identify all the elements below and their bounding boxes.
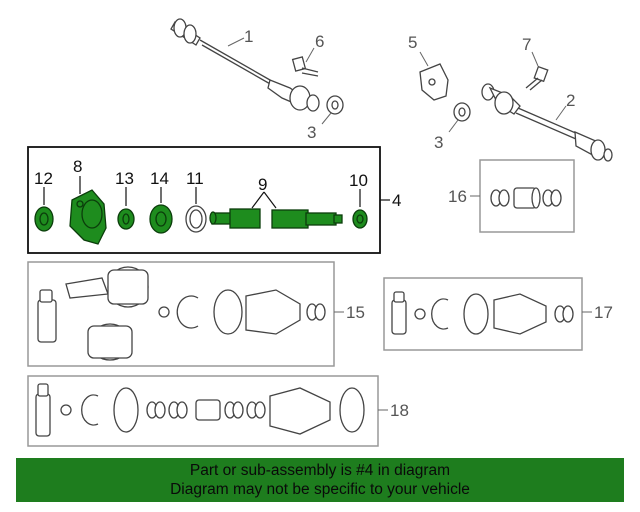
callout-2: 2	[566, 91, 575, 110]
callout-17: 17	[594, 303, 613, 322]
kit-17-parts	[391, 291, 574, 335]
callout-18: 18	[390, 401, 409, 420]
bolt-6[interactable]	[291, 56, 319, 77]
callout-14: 14	[150, 169, 169, 188]
callout-16: 16	[448, 187, 467, 206]
bolt-7[interactable]	[525, 65, 549, 91]
callout-5: 5	[408, 33, 417, 52]
shaft-9-left[interactable]	[209, 208, 261, 229]
seal-10[interactable]	[352, 209, 368, 229]
callout-10: 10	[349, 171, 368, 190]
callout-9: 9	[258, 175, 267, 194]
kit-15-parts	[37, 266, 326, 361]
shaft-9-right[interactable]	[271, 209, 343, 229]
callout-1: 1	[244, 27, 253, 46]
axle-shaft-left[interactable]	[170, 18, 320, 112]
callout-11: 11	[186, 169, 204, 188]
kit-box-18[interactable]	[27, 375, 379, 447]
ring-11[interactable]	[185, 205, 207, 233]
notice-line-1: Part or sub-assembly is #4 in diagram	[189, 462, 451, 479]
bearing-14[interactable]	[149, 204, 173, 234]
callout-12: 12	[34, 169, 53, 188]
callout-6: 6	[315, 32, 324, 51]
seal-13[interactable]	[117, 208, 135, 230]
callout-13: 13	[115, 169, 134, 188]
parts-diagram: 1 6 3 5 7 2 3	[27, 18, 613, 447]
kit-box-17[interactable]	[383, 277, 583, 351]
bracket-5[interactable]	[419, 63, 449, 101]
callout-3-left: 3	[307, 123, 316, 142]
notice-line-2: Diagram may not be specific to your vehi…	[170, 481, 470, 498]
kit-16-parts	[490, 187, 562, 209]
callout-15: 15	[346, 303, 365, 322]
callout-8: 8	[73, 157, 82, 176]
kit-18-parts	[35, 383, 365, 437]
callout-4: 4	[392, 191, 401, 210]
callout-3-right: 3	[434, 133, 443, 152]
notice-banner: Part or sub-assembly is #4 in diagram Di…	[16, 458, 624, 502]
clip-3-right[interactable]	[453, 102, 471, 122]
callout-7: 7	[522, 35, 531, 54]
axle-shaft-right[interactable]	[481, 83, 613, 162]
kit-box-15[interactable]	[27, 261, 335, 367]
clip-3-left[interactable]	[326, 95, 344, 115]
seal-12[interactable]	[34, 206, 54, 232]
housing-8[interactable]	[69, 189, 107, 245]
